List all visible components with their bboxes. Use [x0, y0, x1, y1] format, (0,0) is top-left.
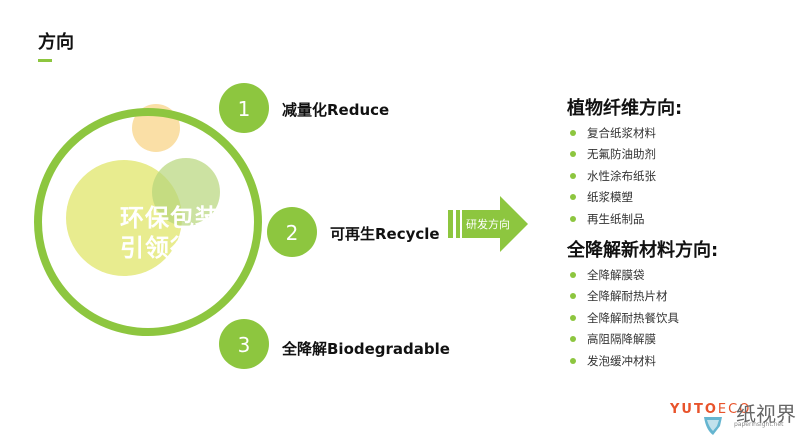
list-item: 发泡缓冲材料 [570, 350, 679, 372]
step-circle-3 [219, 319, 269, 369]
step-label-recycle: 可再生Recycle [330, 225, 440, 243]
bullet-icon [570, 194, 576, 201]
step-number-2: 2 [286, 221, 299, 245]
list-item: 全降解膜袋 [570, 264, 679, 286]
bullet-icon [570, 293, 576, 300]
step-number-1: 1 [238, 97, 251, 121]
section-title-plant-fiber: 植物纤维方向: [567, 98, 683, 119]
step-label-biodegradable: 全降解Biodegradable [282, 340, 450, 358]
biodegradable-list: 全降解膜袋 全降解耐热片材 全降解耐热餐饮具 高阻隔降解膜 发泡缓冲材料 [570, 264, 679, 372]
bullet-icon [570, 129, 576, 136]
bullet-icon [570, 357, 576, 364]
brand-name-cn: 纸视界 [736, 402, 796, 426]
step-label-reduce: 减量化Reduce [282, 101, 390, 119]
list-item: 高阻隔降解膜 [570, 329, 679, 351]
bullet-icon [570, 215, 576, 222]
bullet-icon [570, 151, 576, 158]
step-circle-1 [219, 83, 269, 133]
arrow-label: 研发方向 [466, 218, 510, 231]
main-ring [34, 108, 262, 336]
list-item: 水性涂布纸张 [570, 165, 656, 187]
list-item: 全降解耐热片材 [570, 286, 679, 308]
title-underline [38, 59, 52, 62]
list-item: 再生纸制品 [570, 208, 656, 230]
list-item: 全降解耐热餐饮具 [570, 307, 679, 329]
step-circle-2 [267, 207, 317, 257]
bullet-icon [570, 314, 576, 321]
list-item: 纸浆模塑 [570, 187, 656, 209]
brand-logo: YUTOECO [670, 402, 752, 417]
brand-url: paperinsight.net [734, 421, 784, 428]
bullet-icon [570, 336, 576, 343]
bullet-icon [570, 172, 576, 179]
center-text-line1: 环保包装 [120, 204, 220, 232]
page-title: 方向 [38, 32, 74, 53]
green-overlap-circle [152, 158, 220, 226]
section-title-biodegradable: 全降解新材料方向: [567, 240, 719, 261]
list-item: 无氟防油助剂 [570, 144, 656, 166]
shield-logo-icon [704, 417, 722, 435]
bullet-icon [570, 271, 576, 278]
direction-arrow [448, 196, 528, 252]
step-number-3: 3 [238, 333, 251, 357]
center-text-line2: 引领行业 [120, 234, 220, 262]
plant-fiber-list: 复合纸浆材料 无氟防油助剂 水性涂布纸张 纸浆模塑 再生纸制品 [570, 122, 656, 230]
list-item: 复合纸浆材料 [570, 122, 656, 144]
